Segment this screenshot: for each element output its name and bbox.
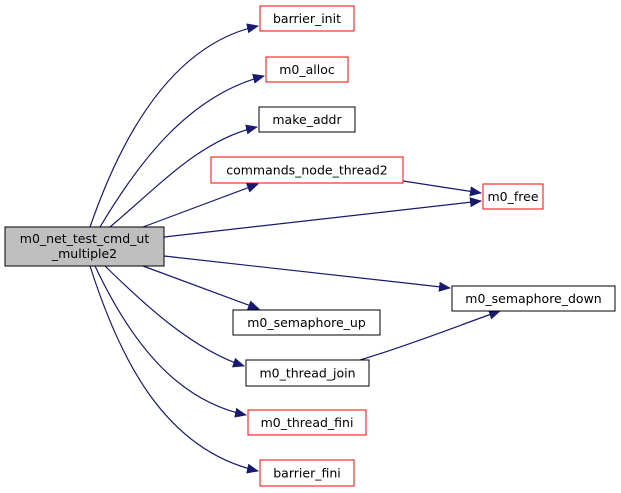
edge-root-to-m0_thread_fini <box>94 265 247 418</box>
edge-root-to-make_addr <box>109 124 258 228</box>
node-barrier_init[interactable]: barrier_init <box>259 5 355 32</box>
node-make_addr[interactable]: make_addr <box>258 106 356 133</box>
node-label: m0_semaphore_up <box>247 315 366 330</box>
node-label: m0_thread_fini <box>261 415 354 430</box>
edge-commands_node_thread2-to-m0_free <box>402 180 482 197</box>
edge-root-to-m0_semaphore_up <box>142 265 260 310</box>
edge-m0_thread_join-to-m0_semaphore_down <box>359 309 501 361</box>
node-m0_semaphore_up[interactable]: m0_semaphore_up <box>232 309 381 336</box>
node-box <box>258 106 356 133</box>
node-label: barrier_init <box>273 11 341 26</box>
node-m0_semaphore_down[interactable]: m0_semaphore_down <box>451 285 616 312</box>
node-m0_thread_fini[interactable]: m0_thread_fini <box>247 409 367 436</box>
node-m0_free[interactable]: m0_free <box>482 183 544 210</box>
node-box <box>245 359 370 387</box>
edge-root-to-m0_semaphore_down <box>163 255 451 292</box>
edge-root-to-barrier_fini <box>89 265 259 474</box>
node-box <box>259 5 355 32</box>
node-label: m0_free <box>487 189 538 204</box>
node-label: commands_node_thread2 <box>226 163 388 178</box>
root-node[interactable]: m0_net_test_cmd_ut_multiple2 <box>4 226 165 267</box>
node-box <box>265 56 349 83</box>
edge-root-to-m0_free <box>163 197 482 238</box>
node-box <box>210 156 404 184</box>
node-box <box>4 226 165 267</box>
edge-root-to-commands_node_thread2 <box>142 183 259 228</box>
node-label: m0_alloc <box>279 62 335 77</box>
node-label: _multiple2 <box>51 246 117 261</box>
node-label: m0_semaphore_down <box>465 291 601 306</box>
node-commands_node_thread2[interactable]: commands_node_thread2 <box>210 156 404 184</box>
node-label: make_addr <box>272 112 342 127</box>
node-barrier_fini[interactable]: barrier_fini <box>259 459 355 487</box>
node-m0_alloc[interactable]: m0_alloc <box>265 56 349 83</box>
edge-root-to-barrier_init <box>89 23 259 228</box>
node-label: barrier_fini <box>273 466 340 481</box>
node-box <box>259 459 355 487</box>
node-box <box>451 285 616 312</box>
edge-root-to-m0_alloc <box>99 73 265 228</box>
node-label: m0_thread_join <box>259 366 355 381</box>
node-box <box>247 409 367 436</box>
node-box <box>232 309 381 336</box>
node-m0_thread_join[interactable]: m0_thread_join <box>245 359 370 387</box>
node-box <box>482 183 544 210</box>
node-label: m0_net_test_cmd_ut <box>20 231 150 246</box>
edge-root-to-m0_thread_join <box>104 265 245 368</box>
